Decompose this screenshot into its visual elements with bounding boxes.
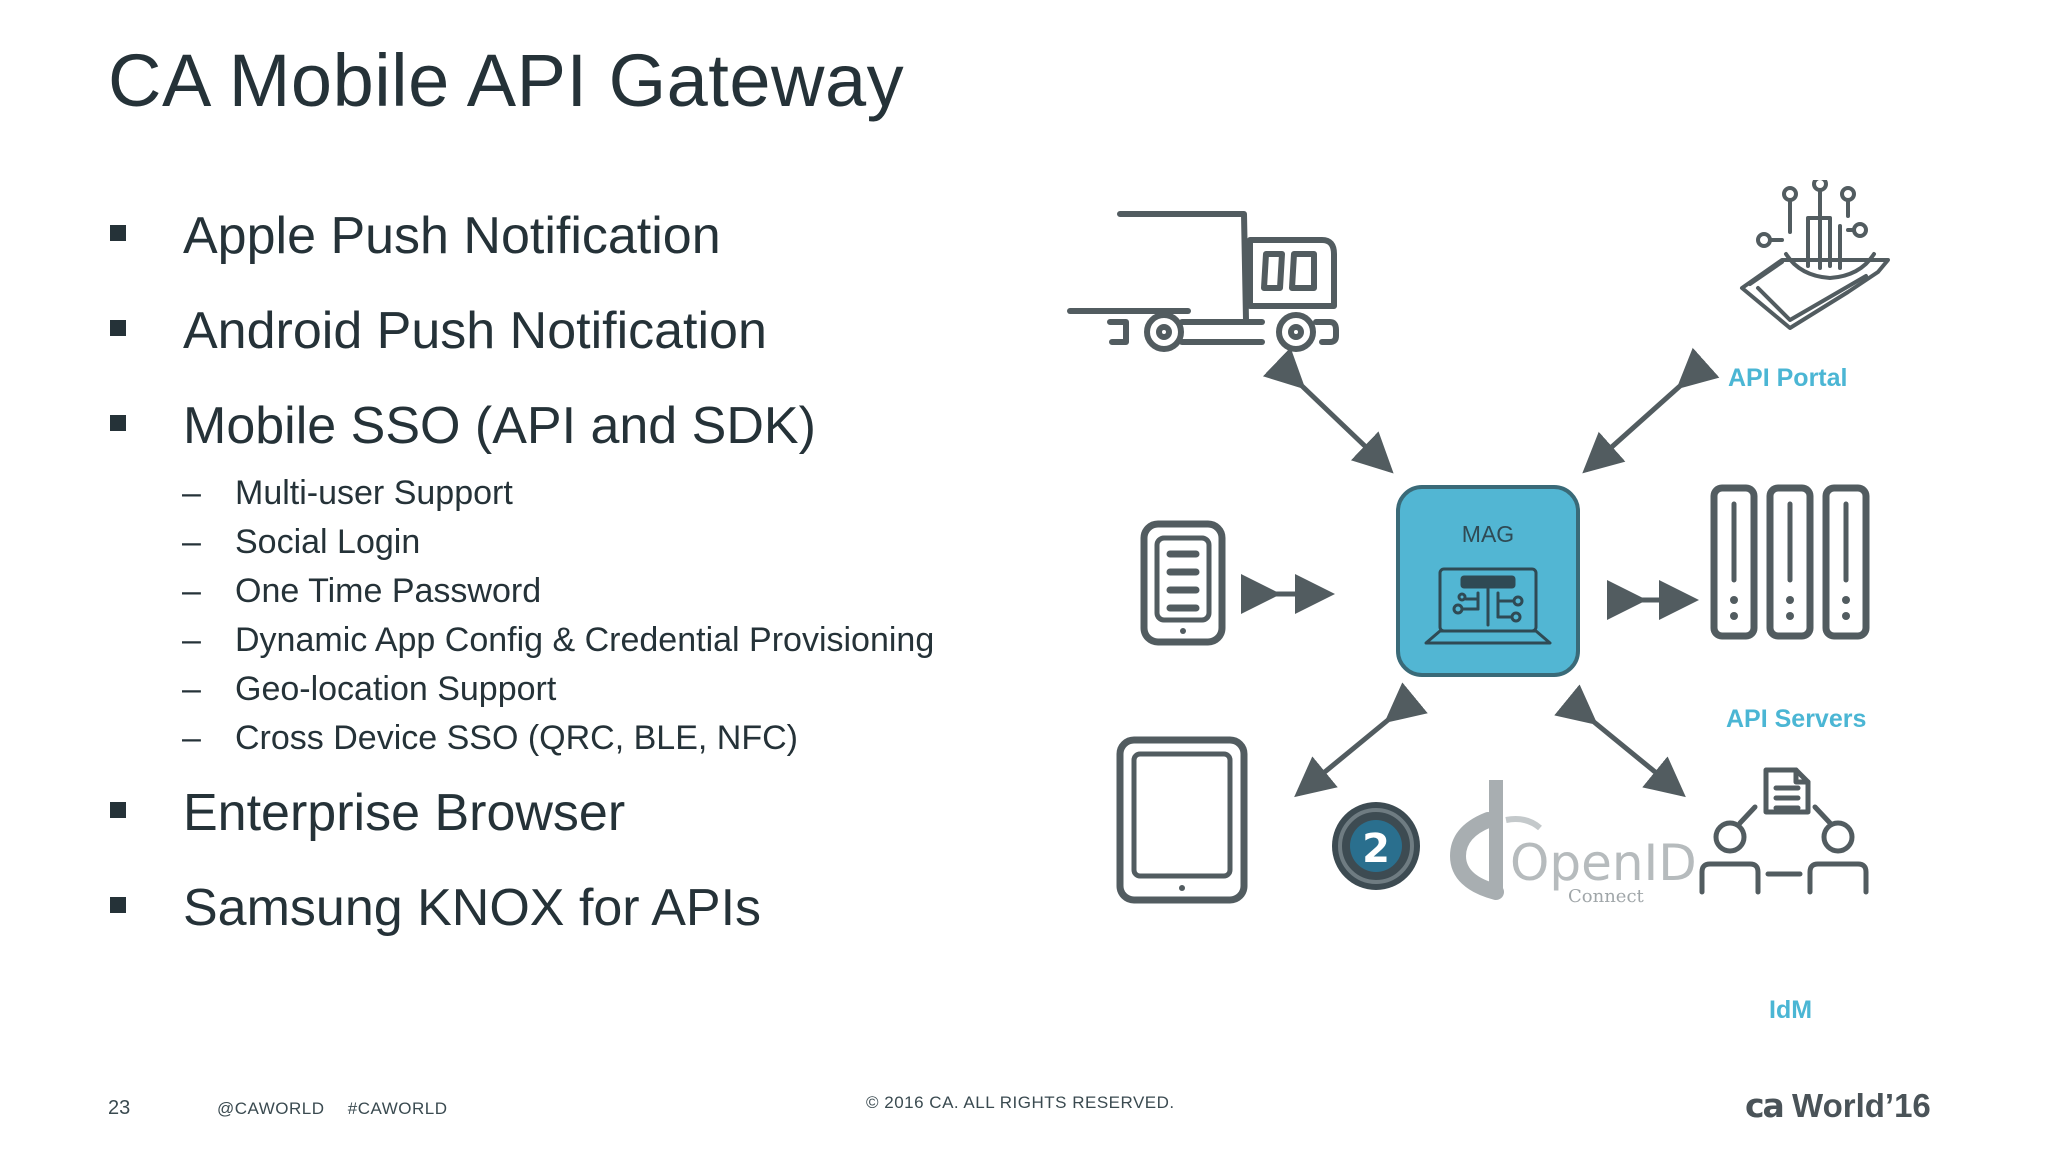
sub-bullet-text: Dynamic App Config & Credential Provisio… (235, 621, 935, 659)
bullet-text: Samsung KNOX for APIs (183, 879, 762, 937)
bullet-square (110, 225, 126, 241)
arrow-mag-idm (1554, 684, 1686, 798)
phone-icon (1140, 520, 1226, 646)
arrow-mag-tablet (1294, 682, 1428, 798)
bullet-square (110, 897, 126, 913)
api-portal-icon (1740, 180, 1890, 330)
truck-icon (1067, 211, 1339, 352)
page-number: 23 (108, 1097, 131, 1119)
openid-connect-logo: OpenID Connect (1449, 780, 1697, 907)
bullet-text: Mobile SSO (API and SDK) (183, 397, 816, 455)
idm-icon (1699, 767, 1869, 895)
bullet-list: Apple Push Notification Android Push Not… (108, 0, 1058, 1000)
oauth2-logo: 2 (1332, 802, 1420, 890)
sub-bullet-dash: – (182, 670, 201, 708)
arrows (1241, 347, 1720, 798)
api-servers-label: API Servers (1726, 705, 1867, 733)
arrow-portal-mag (1582, 347, 1720, 474)
tablet-icon (1116, 736, 1248, 904)
laptop-circuit-icon (1424, 567, 1552, 645)
arrow-truck-mag (1262, 347, 1394, 474)
sub-bullet-text: Multi-user Support (235, 474, 513, 512)
sub-bullet-text: Cross Device SSO (QRC, BLE, NFC) (235, 719, 798, 757)
sub-bullet-dash: – (182, 572, 201, 610)
bullet-square (110, 320, 126, 336)
openid-text: OpenID (1510, 834, 1697, 892)
mag-gateway-box: MAG (1396, 485, 1580, 677)
social-tags: @CAWORLD #CAWORLD (217, 1099, 465, 1119)
bullet-square (110, 415, 126, 431)
brand-ca: ca (1745, 1086, 1785, 1125)
sub-bullet-text: Geo-location Support (235, 670, 557, 708)
slide-title: CA Mobile API Gateway (108, 39, 905, 122)
server-rack-icon (1710, 484, 1870, 640)
bullet-text: Enterprise Browser (183, 784, 626, 842)
bullet-text: Apple Push Notification (183, 207, 721, 265)
bullet-text: Android Push Notification (183, 302, 767, 360)
idm-label: IdM (1769, 996, 1813, 1024)
social-hashtag: #CAWORLD (347, 1099, 448, 1118)
copyright-notice: © 2016 CA. ALL RIGHTS RESERVED. (866, 1093, 1175, 1112)
api-portal-label: API Portal (1728, 364, 1848, 392)
brand-year: ’16 (1884, 1087, 1931, 1124)
sub-bullet-dash: – (182, 474, 201, 512)
sub-bullet-dash: – (182, 523, 201, 561)
openid-sub-text: Connect (1568, 886, 1645, 907)
architecture-diagram: 2 OpenID Connect MAG (1040, 180, 2040, 1060)
sub-bullet-text: One Time Password (235, 572, 542, 610)
social-handle: @CAWORLD (217, 1099, 325, 1118)
diagram-canvas: 2 OpenID Connect (1067, 180, 1890, 907)
ca-world-logo: ca World’16 (1745, 1086, 1931, 1125)
bullet-square (110, 802, 126, 818)
sub-bullet-text: Social Login (235, 523, 421, 561)
sub-bullet-dash: – (182, 719, 201, 757)
oauth2-number: 2 (1362, 826, 1390, 872)
mag-label: MAG (1461, 521, 1515, 547)
sub-bullet-dash: – (182, 621, 201, 659)
brand-world: World (1792, 1087, 1885, 1124)
